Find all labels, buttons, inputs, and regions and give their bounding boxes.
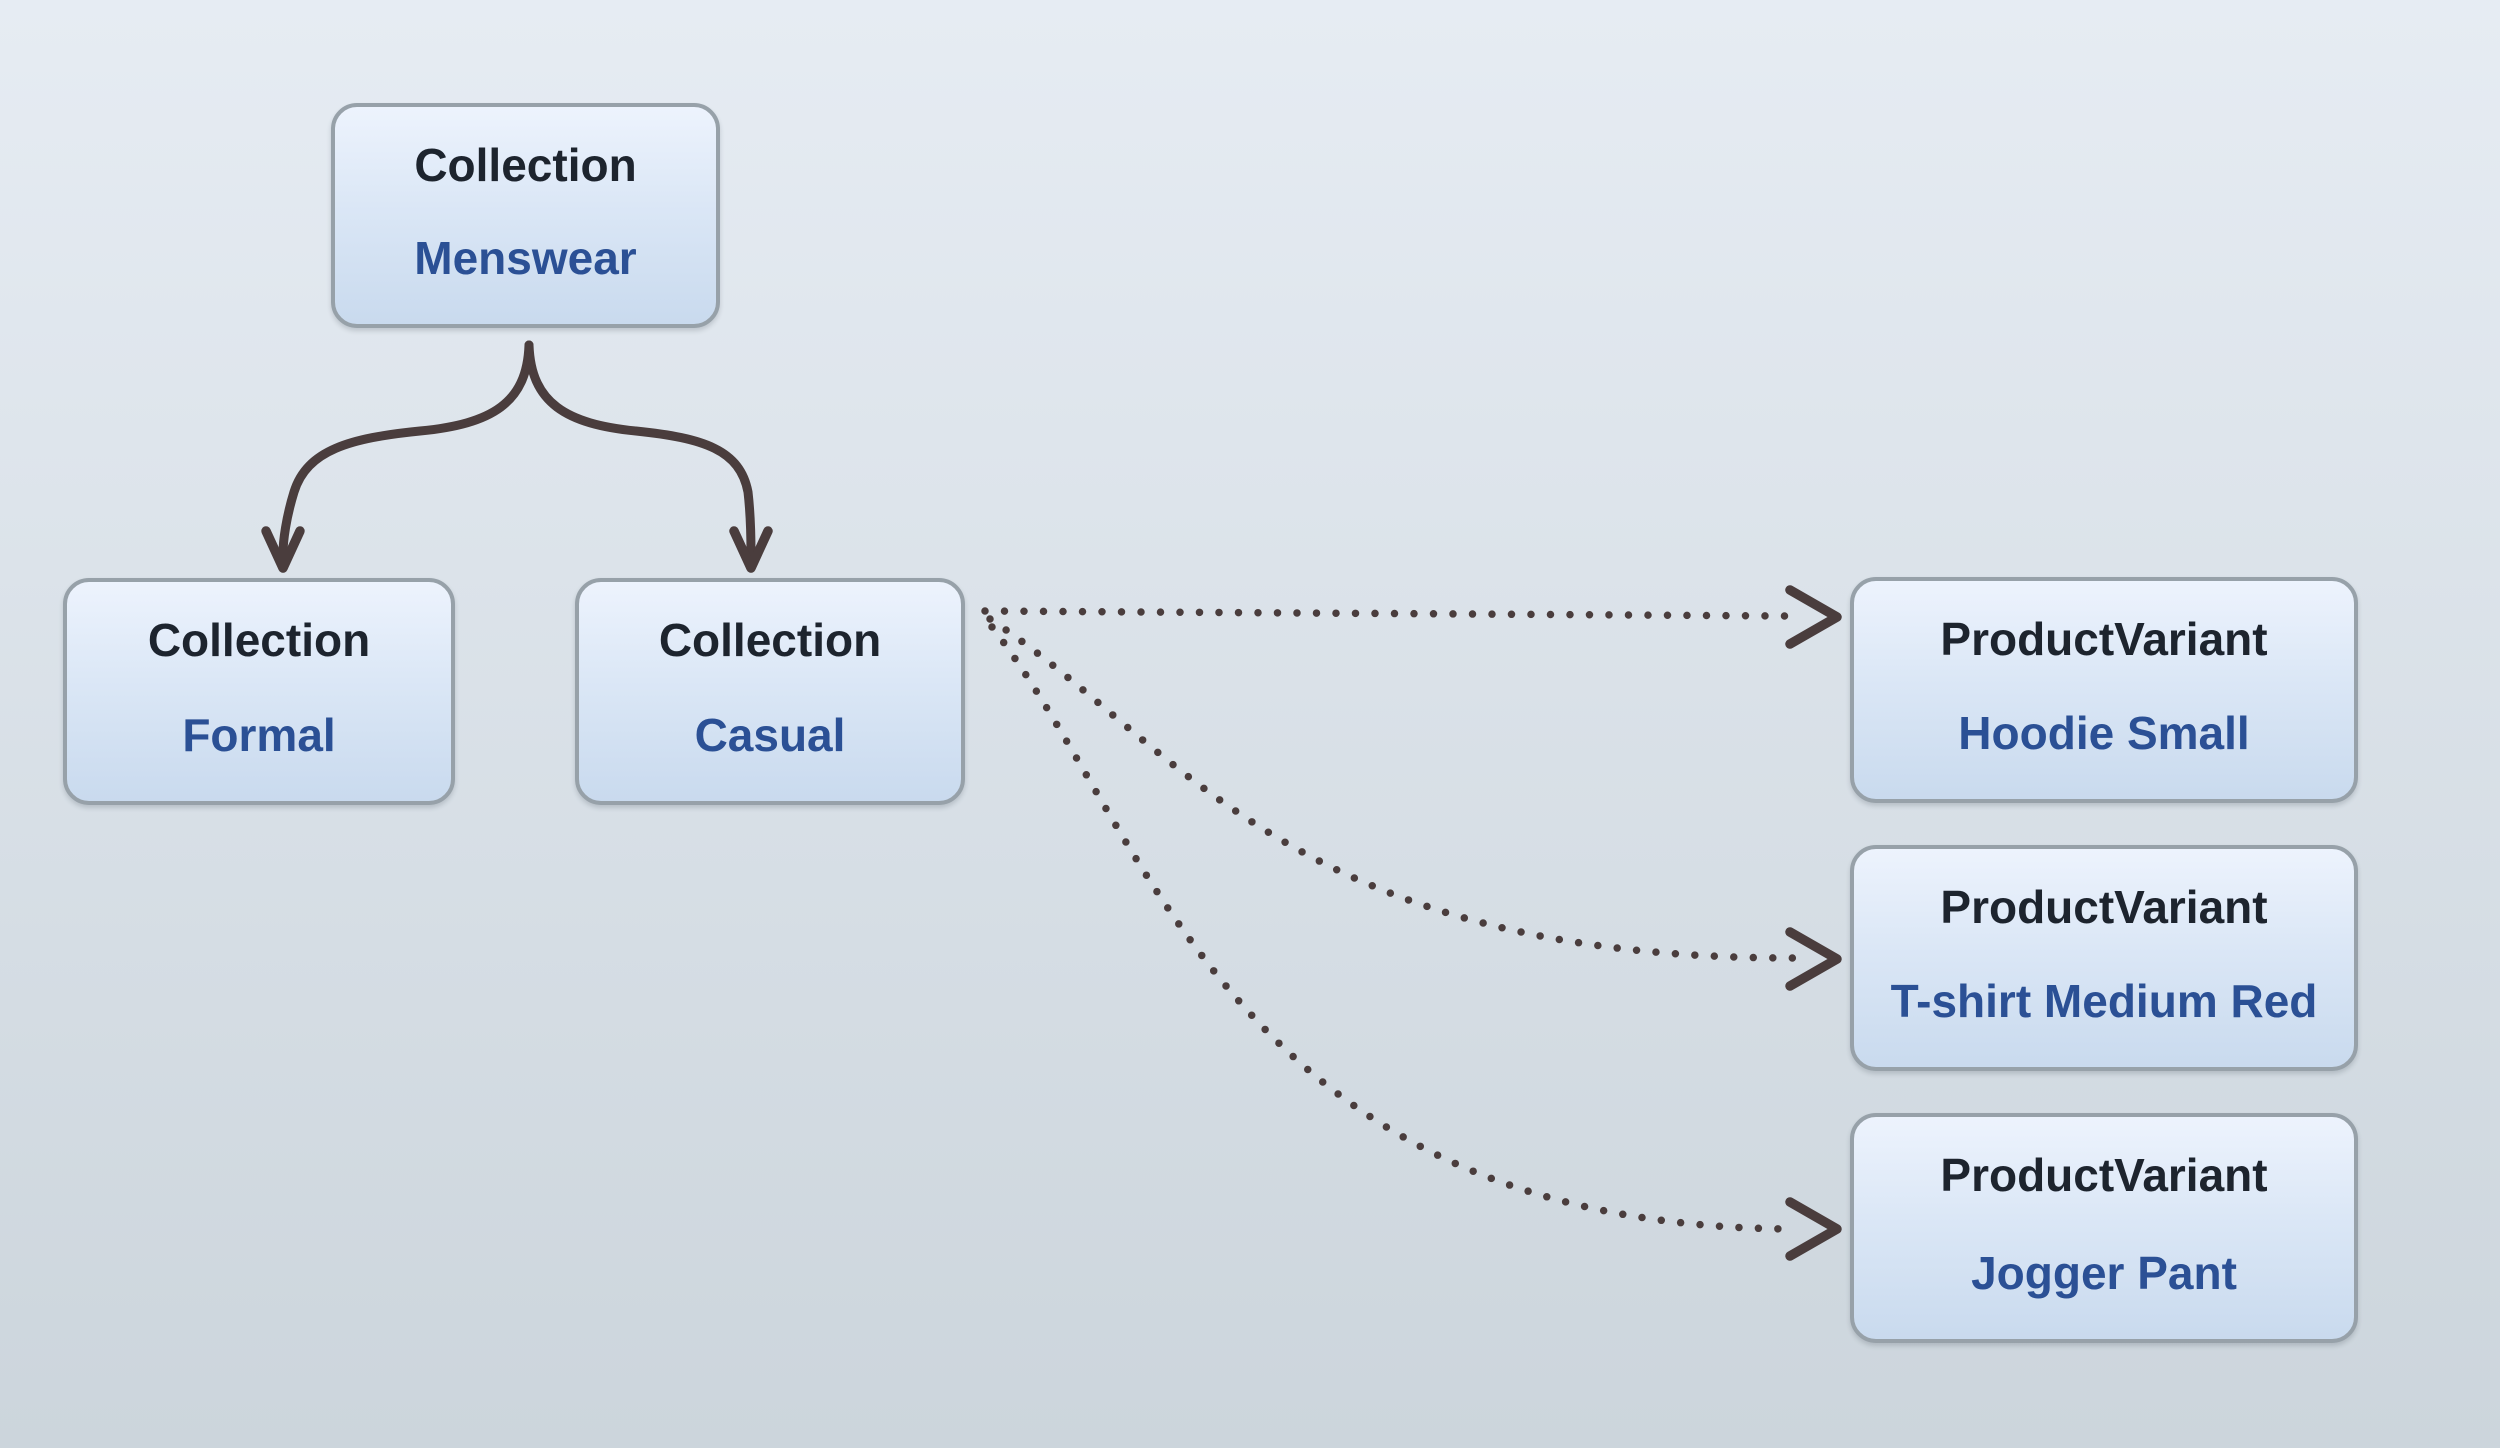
edge-menswear-casual-arrowhead-icon — [729, 526, 773, 573]
node-label-text: T-shirt Medium Red — [1890, 975, 2318, 1027]
node-productvariant-hoodie-small: ProductVariant Hoodie Small — [1850, 577, 2358, 803]
edge-casual-jogger — [988, 623, 1842, 1261]
node-productvariant-tshirt-medium-red: ProductVariant T-shirt Medium Red — [1850, 845, 2358, 1071]
edge-casual-tshirt-arrowhead-icon — [1785, 927, 1842, 991]
edge-menswear-formal-line — [278, 340, 534, 559]
edge-menswear-formal-arrowhead-icon — [261, 526, 305, 573]
edge-casual-tshirt — [986, 615, 1842, 991]
edge-casual-jogger-arrowhead-icon — [1785, 1197, 1842, 1261]
node-type-text: ProductVariant — [1940, 1149, 2268, 1201]
edge-casual-hoodie-arrowhead-icon — [1785, 585, 1842, 649]
node-type-text: ProductVariant — [1940, 881, 2268, 933]
node-collection-formal: Collection Formal — [63, 578, 455, 805]
node-type-text: Collection — [658, 614, 882, 666]
edge-menswear-formal — [261, 340, 534, 573]
node-collection-casual: Collection Casual — [575, 578, 965, 805]
edge-menswear-casual — [524, 340, 773, 573]
edge-casual-hoodie-line — [981, 607, 1790, 620]
edge-casual-tshirt-line — [986, 615, 1797, 962]
node-collection-menswear: Collection Menswear — [331, 103, 720, 328]
node-label-text: Jogger Pant — [1971, 1247, 2237, 1299]
edge-menswear-casual-line — [524, 340, 756, 559]
node-type-text: ProductVariant — [1940, 613, 2268, 665]
node-type-text: Collection — [414, 139, 637, 191]
node-type-text: Collection — [147, 614, 371, 666]
node-label-text: Casual — [694, 709, 846, 761]
edge-casual-jogger-line — [988, 623, 1797, 1233]
edge-casual-hoodie — [981, 585, 1842, 649]
node-label-text: Menswear — [414, 232, 637, 284]
node-label-text: Formal — [182, 709, 336, 761]
node-label-text: Hoodie Small — [1958, 707, 2250, 759]
node-productvariant-jogger-pant: ProductVariant Jogger Pant — [1850, 1113, 2358, 1343]
